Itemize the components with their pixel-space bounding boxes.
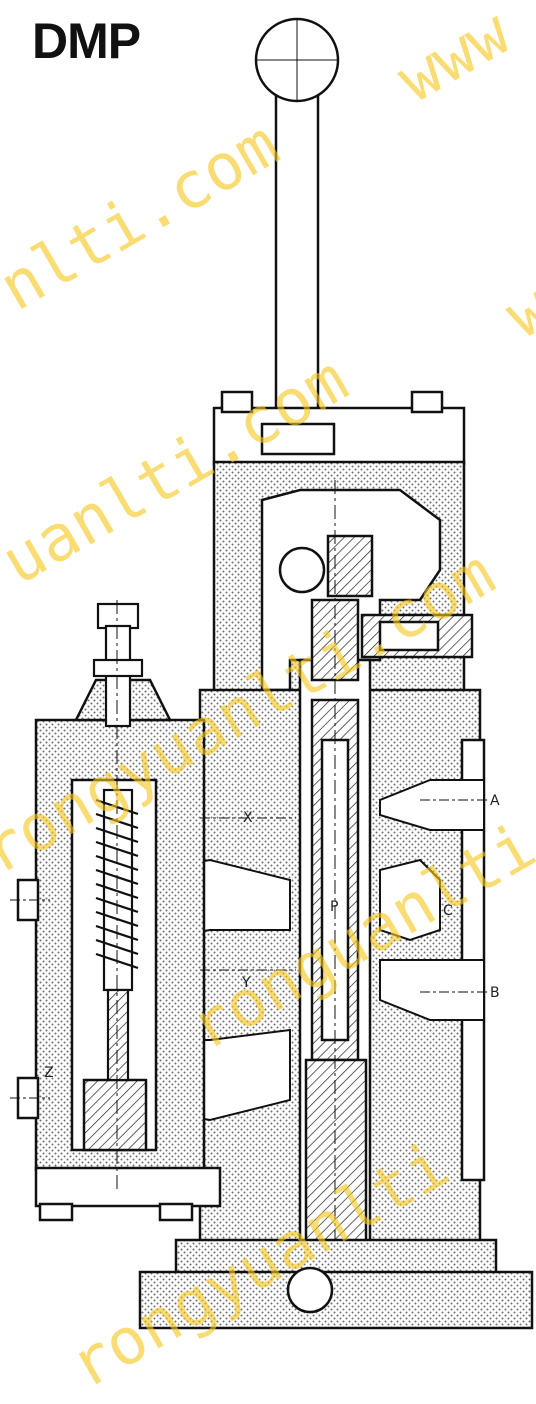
port-label-y: Y (242, 975, 251, 991)
port-centre-lines (10, 799, 488, 1099)
lever-handle (254, 17, 340, 428)
port-label-c: C (443, 903, 453, 919)
central-spool (298, 480, 372, 1330)
relief-valve-housing (16, 678, 222, 1222)
port-label-x: X (243, 810, 253, 826)
port-label-a: A (490, 793, 500, 809)
valve-section-diagram (10, 17, 534, 1330)
port-label-b: B (490, 985, 500, 1001)
model-title: DMP (32, 13, 141, 69)
adjusting-screw-and-spring (92, 600, 144, 1190)
upper-housing (212, 460, 474, 700)
port-label-p: P (330, 899, 339, 915)
base-plate (138, 1238, 534, 1330)
port-label-z: Z (44, 1065, 54, 1081)
